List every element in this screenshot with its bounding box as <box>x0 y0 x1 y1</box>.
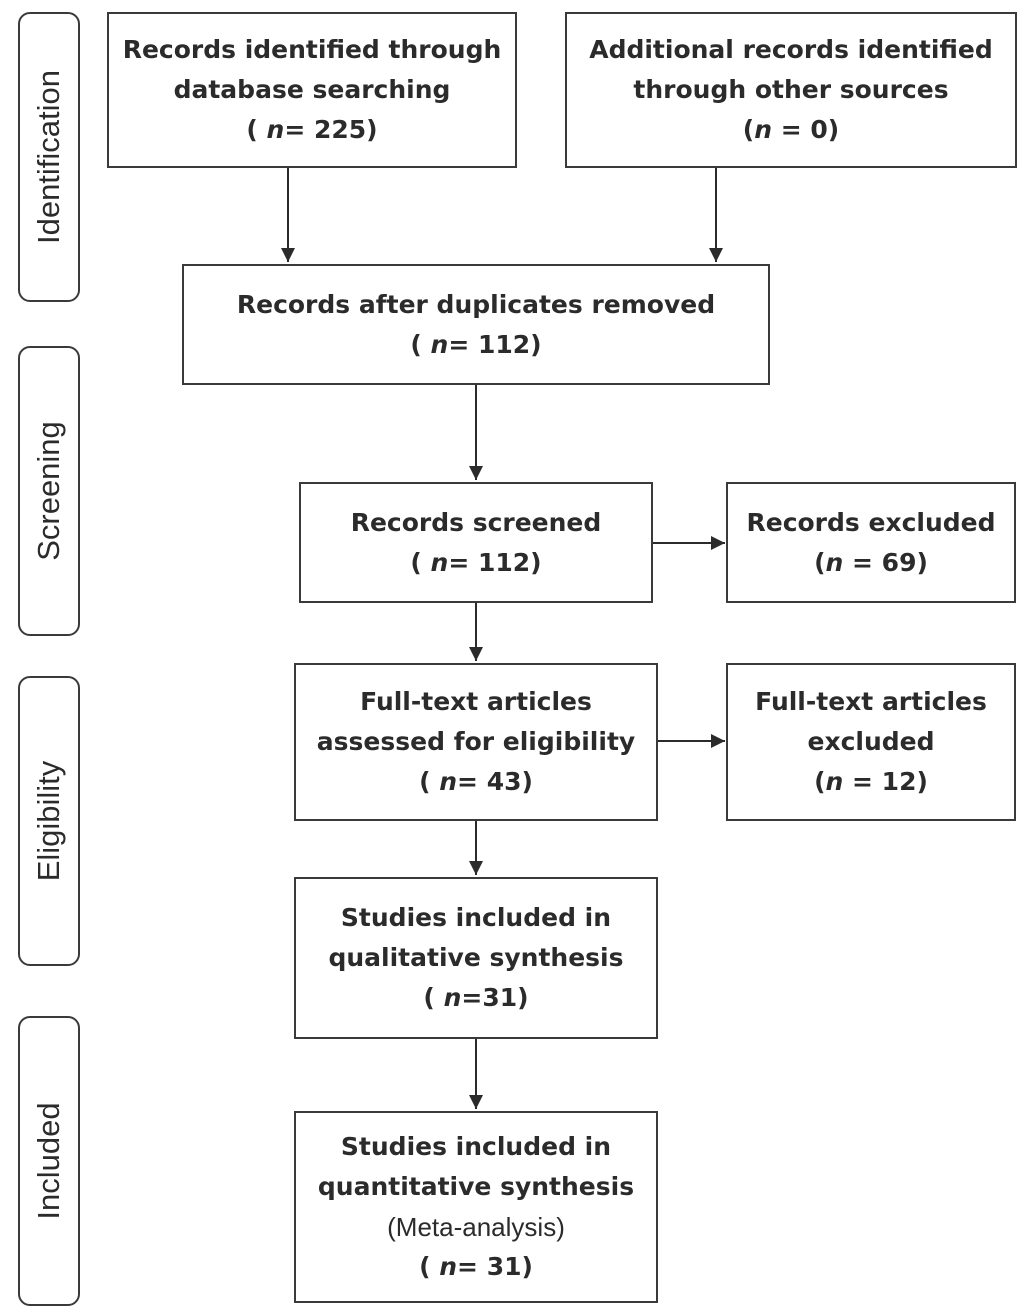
screened-count: ( n= 112) <box>410 547 542 577</box>
box-other-sources: Additional records identified through ot… <box>565 12 1017 168</box>
box-quantitative-synthesis: Studies included in quantitative synthes… <box>294 1111 658 1303</box>
phase-included: Included <box>18 1016 80 1306</box>
duplicates-line1: Records after duplicates removed <box>236 289 716 319</box>
excluded-count: (n = 69) <box>814 547 928 577</box>
box-records-excluded: Records excluded (n = 69) <box>726 482 1016 603</box>
fulltext-excluded-line1: Full-text articles <box>755 687 987 716</box>
phase-identification: Identification <box>18 12 80 302</box>
qualitative-line2: qualitative synthesis <box>328 943 624 972</box>
other-line1: Additional records identified <box>589 35 993 64</box>
fulltext-count: ( n= 43) <box>419 767 533 796</box>
box-duplicates-removed: Records after duplicates removed ( n= 11… <box>182 264 770 385</box>
box-database-records: Records identified through database sear… <box>107 12 517 168</box>
qualitative-count: ( n=31) <box>423 983 529 1012</box>
other-line2: through other sources <box>633 75 949 104</box>
phase-eligibility: Eligibility <box>18 676 80 966</box>
box-records-screened: Records screened ( n= 112) <box>299 482 653 603</box>
fulltext-line2: assessed for eligibility <box>316 727 636 756</box>
box-fulltext-assessed: Full-text articles assessed for eligibil… <box>294 663 658 821</box>
phase-screening: Screening <box>18 346 80 636</box>
excluded-line1: Records excluded <box>746 507 996 537</box>
quantitative-count: ( n= 31) <box>419 1252 533 1281</box>
other-count: (n = 0) <box>742 115 840 144</box>
db-line1: Records identified through <box>122 35 502 64</box>
qualitative-line1: Studies included in <box>340 903 612 932</box>
quantitative-line2: quantitative synthesis <box>317 1172 635 1201</box>
fulltext-excluded-count: (n = 12) <box>814 767 928 796</box>
db-count: ( n= 225) <box>246 115 378 144</box>
quantitative-line3: (Meta-analysis) <box>387 1212 565 1242</box>
quantitative-line1: Studies included in <box>340 1132 612 1161</box>
fulltext-excluded-line2: excluded <box>807 727 935 756</box>
box-fulltext-excluded: Full-text articles excluded (n = 12) <box>726 663 1016 821</box>
fulltext-line1: Full-text articles <box>360 687 592 716</box>
screened-line1: Records screened <box>350 507 602 537</box>
box-qualitative-synthesis: Studies included in qualitative synthesi… <box>294 877 658 1039</box>
duplicates-count: ( n= 112) <box>410 329 542 359</box>
db-line2: database searching <box>173 75 451 104</box>
